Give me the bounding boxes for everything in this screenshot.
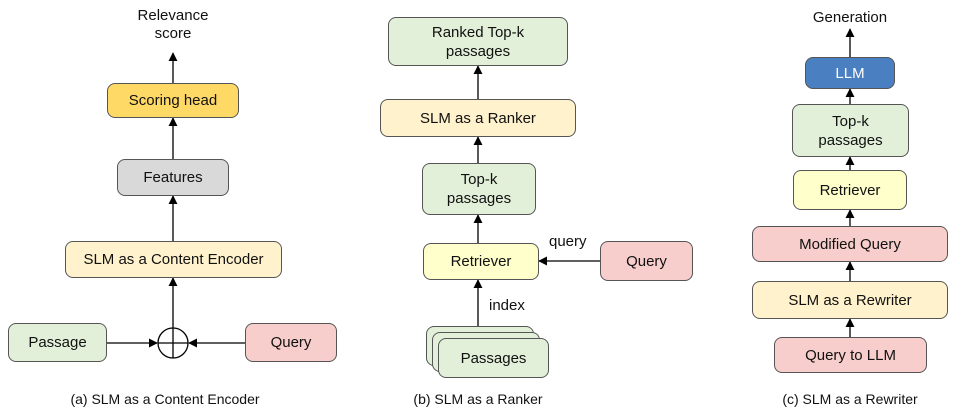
query-to-llm-box: Query to LLM	[774, 337, 927, 373]
passages-box: Passages	[438, 338, 549, 378]
topk-passages-box: Top-k passages	[422, 163, 536, 215]
ranker-box: SLM as a Ranker	[380, 99, 576, 137]
features-box: Features	[117, 159, 229, 196]
panel-a-arrows	[107, 52, 245, 348]
topk-passages-box: Top-k passages	[792, 104, 909, 157]
generation-label: Generation	[812, 9, 888, 26]
modified-query-box: Modified Query	[752, 226, 948, 262]
content-encoder-box: SLM as a Content Encoder	[65, 241, 282, 278]
query-box: Query	[600, 241, 693, 281]
panel-b-arrows	[473, 65, 600, 326]
scoring-head-box: Scoring head	[107, 83, 239, 118]
retriever-box: Retriever	[423, 243, 539, 280]
passage-box: Passage	[8, 323, 107, 362]
index-edge-label: index	[489, 297, 525, 314]
plus-operator-icon	[157, 327, 189, 359]
caption-a: (a) SLM as a Content Encoder	[70, 391, 260, 407]
rewriter-box: SLM as a Rewriter	[752, 281, 948, 319]
query-box: Query	[245, 323, 337, 362]
ranked-topk-box: Ranked Top-k passages	[388, 17, 568, 66]
caption-b: (b) SLM as a Ranker	[413, 391, 543, 407]
llm-box: LLM	[805, 57, 895, 89]
caption-c: (c) SLM as a Rewriter	[782, 391, 918, 407]
query-edge-label: query	[549, 233, 587, 250]
relevance-score-label: Relevance score	[137, 7, 209, 42]
retriever-box: Retriever	[793, 170, 907, 210]
